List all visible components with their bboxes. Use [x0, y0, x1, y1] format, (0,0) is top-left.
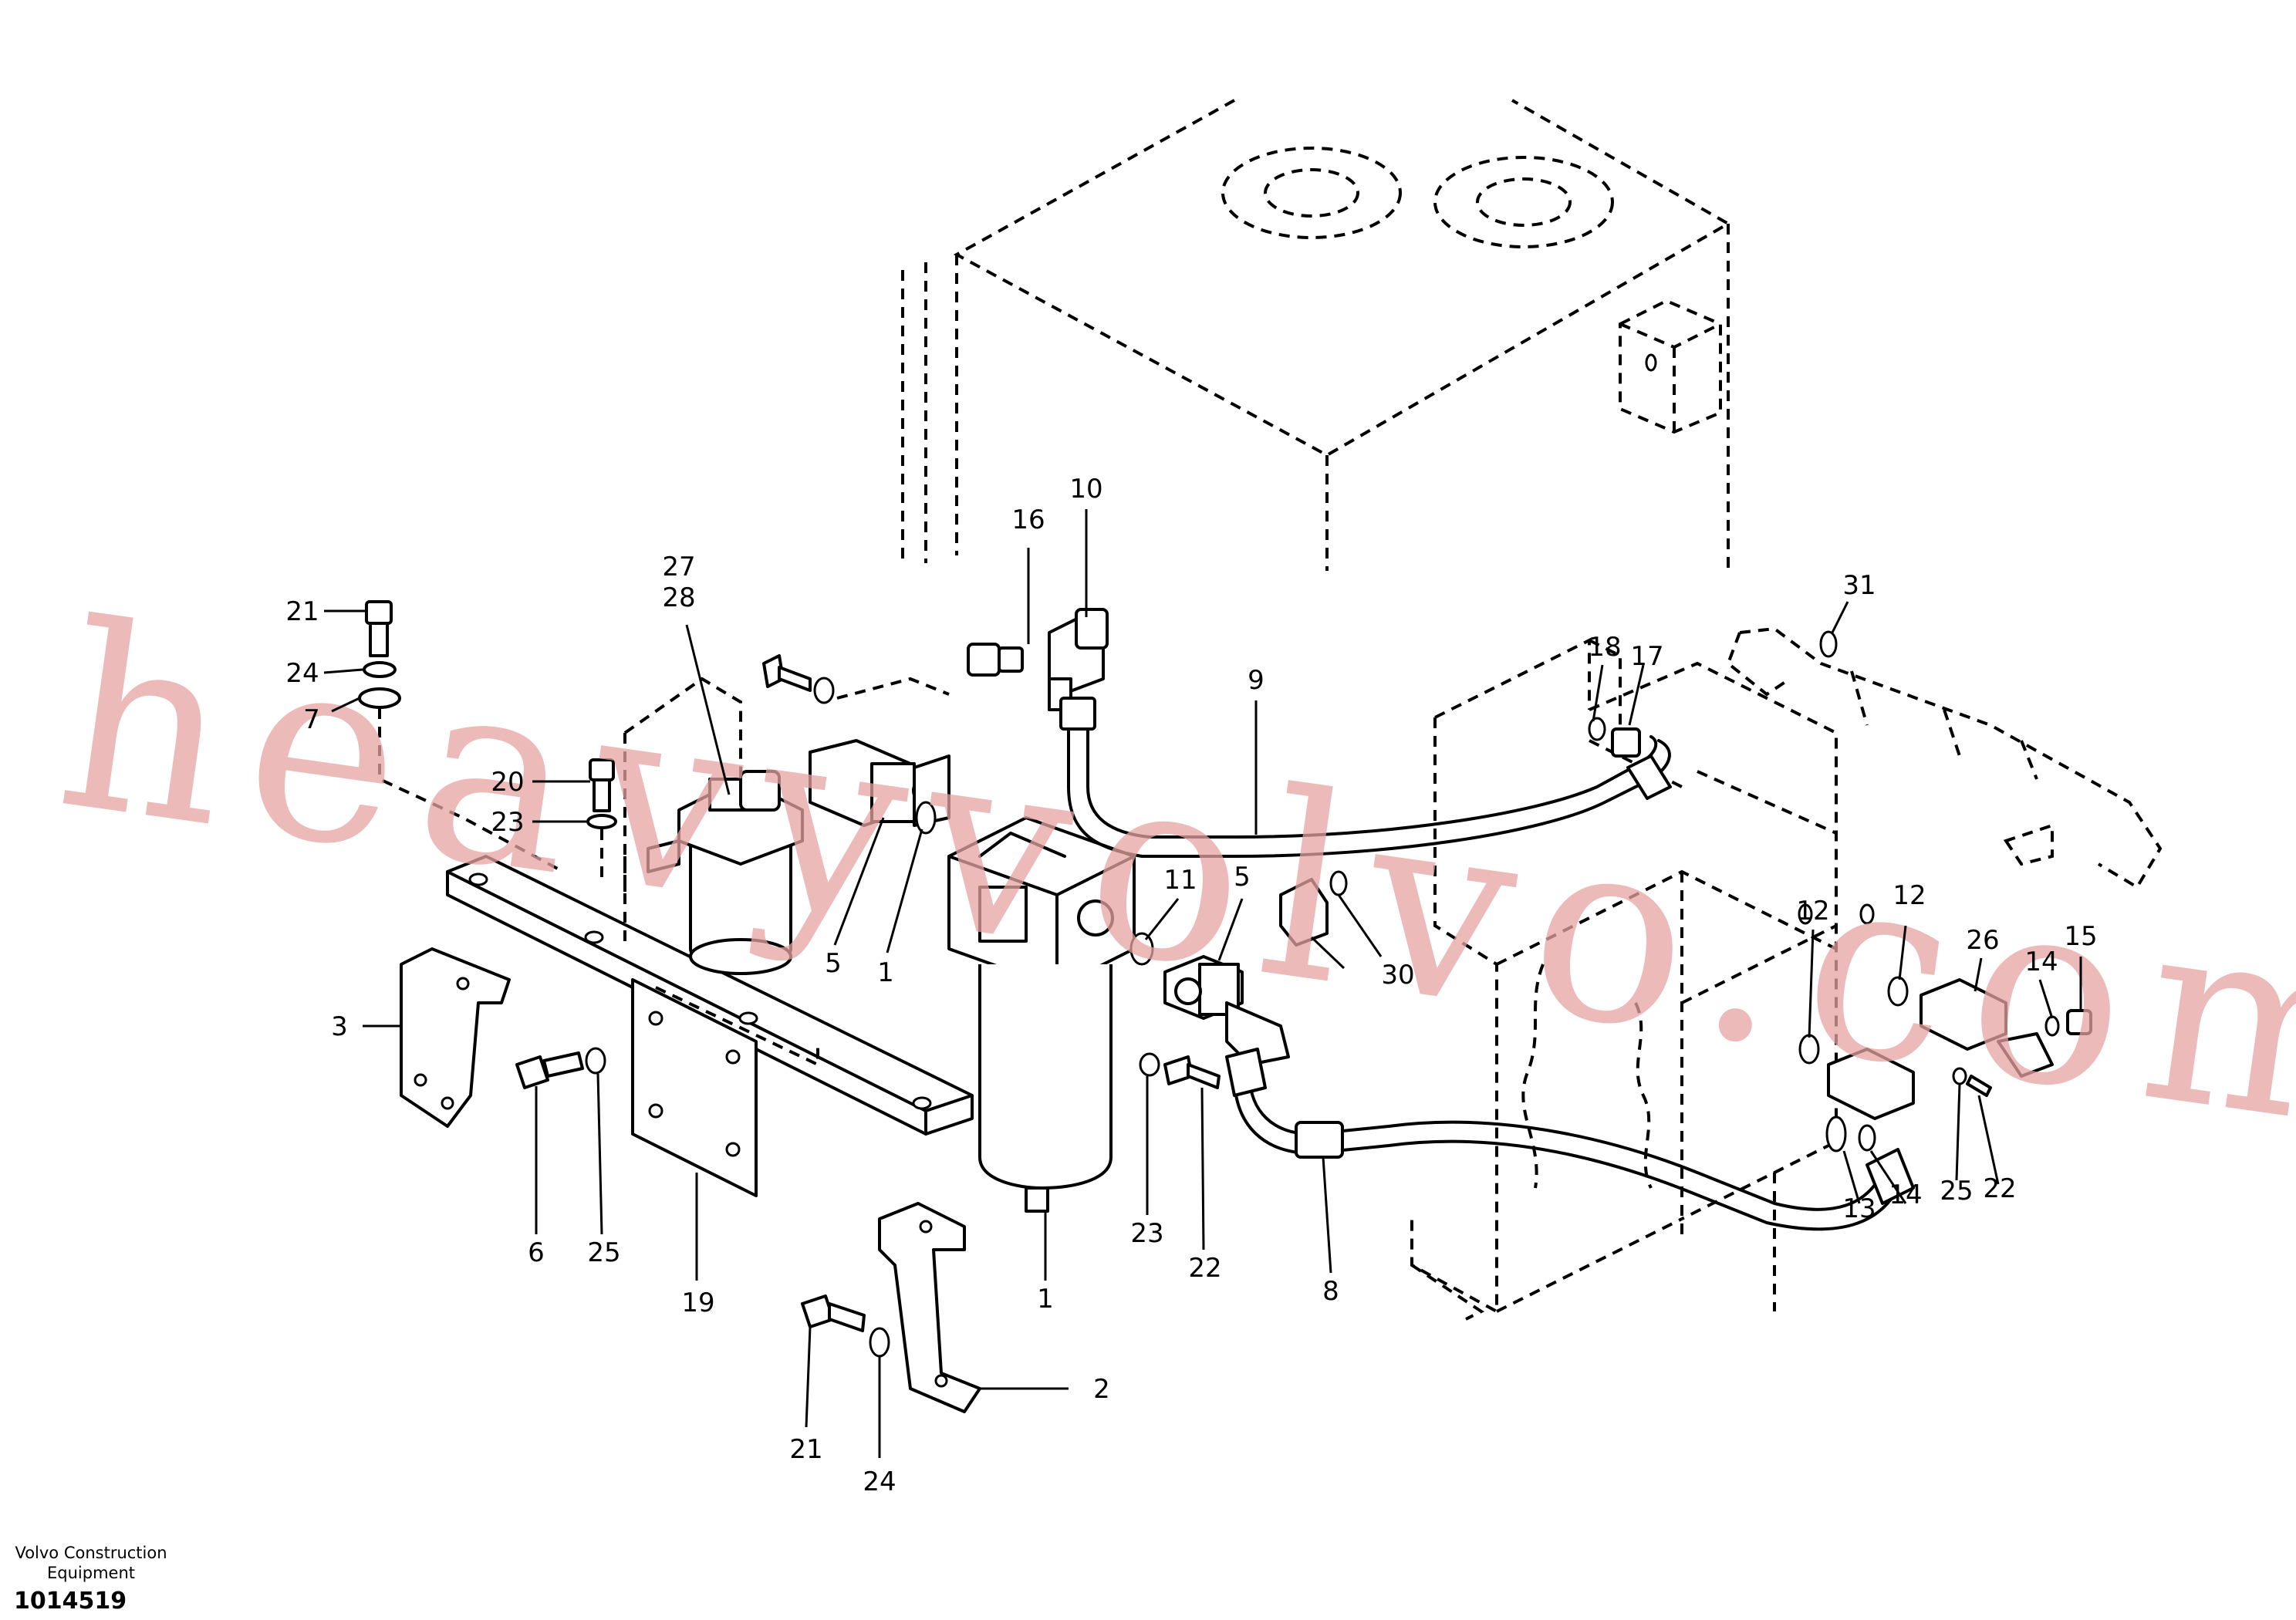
flange-adapter-5b — [1163, 955, 1290, 1066]
callout-5: 5 — [1234, 862, 1251, 893]
callout-26: 26 — [1966, 925, 1999, 956]
main-filter-1 — [947, 816, 1136, 1213]
callout-20: 20 — [491, 767, 524, 798]
leader-lines — [323, 509, 2082, 1458]
callout-17: 17 — [1630, 641, 1663, 672]
callout-10: 10 — [1069, 474, 1102, 505]
hydraulic-tank-outline — [901, 99, 1732, 571]
callout-21: 21 — [285, 596, 319, 627]
callout-5: 5 — [825, 948, 842, 979]
callout-24: 24 — [863, 1466, 896, 1497]
callout-22: 22 — [1188, 1253, 1221, 1284]
bracket-2 — [878, 1202, 981, 1413]
callout-30: 30 — [1381, 960, 1414, 991]
callout-12: 12 — [1893, 880, 1926, 911]
callout-1: 1 — [877, 957, 894, 988]
callout-6: 6 — [528, 1237, 545, 1268]
callout-18: 18 — [1588, 632, 1621, 663]
bolts-and-washers — [358, 600, 1992, 1358]
callout-25: 25 — [1940, 1176, 1973, 1207]
flange-adapter-5a — [809, 739, 950, 827]
callout-labels: 21 24 7 20 23 27 28 16 10 9 18 17 31 3 5… — [285, 474, 2097, 1497]
callout-31: 31 — [1842, 570, 1876, 601]
callout-25: 25 — [587, 1237, 620, 1268]
callout-2: 2 — [1093, 1374, 1110, 1405]
callout-15: 15 — [2064, 921, 2097, 952]
plate-19 — [631, 978, 758, 1197]
callout-1: 1 — [1037, 1284, 1054, 1315]
callout-14: 14 — [1889, 1180, 1922, 1210]
callout-8: 8 — [1322, 1276, 1339, 1307]
callout-22: 22 — [1983, 1173, 2016, 1204]
callout-19: 19 — [681, 1288, 714, 1318]
mounting-bar-19 — [446, 855, 974, 1136]
callout-9: 9 — [1248, 665, 1264, 696]
callout-28: 28 — [662, 582, 695, 613]
hose-9 — [1059, 697, 1672, 858]
callout-16: 16 — [1011, 505, 1045, 535]
small-fittings — [915, 717, 2092, 1153]
callout-13: 13 — [1842, 1193, 1876, 1224]
callout-27: 27 — [662, 552, 695, 582]
callout-7: 7 — [303, 704, 320, 735]
callout-3: 3 — [331, 1011, 348, 1042]
callout-14: 14 — [2024, 947, 2058, 977]
callout-23: 23 — [491, 807, 524, 838]
footer-brand: Volvo Construction Equipment — [15, 1544, 167, 1582]
bracket-3 — [400, 947, 511, 1128]
callout-24: 24 — [285, 658, 319, 689]
union-fitting-16 — [967, 643, 1024, 677]
callout-23: 23 — [1130, 1218, 1163, 1249]
callout-11: 11 — [1163, 865, 1197, 896]
control-valve-outline — [1410, 637, 1838, 1321]
filter-27-28 — [623, 677, 804, 975]
elbow-fitting-10 — [1048, 608, 1109, 711]
callout-21: 21 — [789, 1434, 822, 1465]
cylinder-outline — [1726, 626, 2163, 889]
callout-12: 12 — [1796, 896, 1829, 926]
drawing-number: 1014519 — [14, 1588, 127, 1615]
